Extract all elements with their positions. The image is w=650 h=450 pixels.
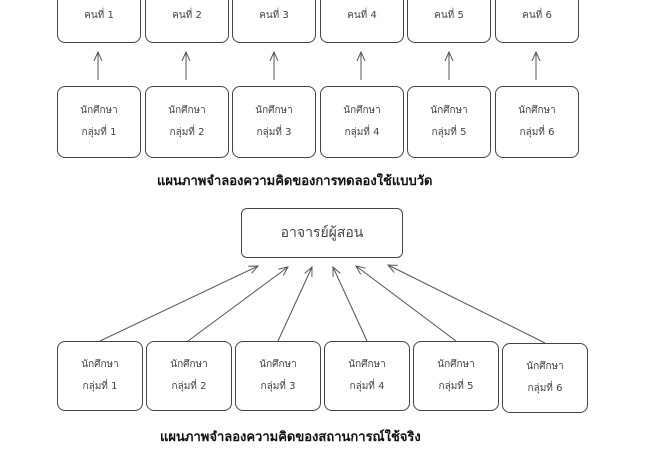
group-label-line2: กลุ่มที่ 1: [81, 127, 117, 138]
experiment-group-box-5: นักศึกษา กลุ่มที่ 5: [407, 86, 491, 158]
experiment-group-box-3: นักศึกษา กลุ่มที่ 3: [232, 86, 316, 158]
group-label-line2: กลุ่มที่ 4: [349, 381, 385, 392]
arrow-real-group3-to-teacher: [277, 267, 312, 342]
real-group-box-6: นักศึกษา กลุ่มที่ 6: [502, 343, 588, 413]
experiment-group-box-6: นักศึกษา กลุ่มที่ 6: [495, 86, 579, 158]
real-group-box-3: นักศึกษา กลุ่มที่ 3: [235, 341, 321, 411]
person-label: คนที่ 2: [172, 9, 202, 21]
caption-real: แผนภาพจำลองความคิดของสถานการณ์ใช้จริง: [160, 430, 421, 445]
person-label: คนที่ 5: [434, 9, 464, 21]
arrow-real-group6-to-teacher: [388, 265, 546, 344]
group-label-line1: นักศึกษา: [526, 361, 564, 372]
group-label-line1: นักศึกษา: [343, 105, 381, 116]
person-box-4: คนที่ 4: [320, 0, 404, 43]
arrow-real-group2-to-teacher: [187, 267, 288, 342]
group-label-line1: นักศึกษา: [255, 105, 293, 116]
group-label-line2: กลุ่มที่ 5: [431, 127, 467, 138]
real-group-box-1: นักศึกษา กลุ่มที่ 1: [57, 341, 143, 411]
top-arrows: [98, 52, 536, 80]
person-box-5: คนที่ 5: [407, 0, 491, 43]
group-label-line2: กลุ่มที่ 4: [344, 127, 380, 138]
experiment-group-box-1: นักศึกษา กลุ่มที่ 1: [57, 86, 141, 158]
person-label: คนที่ 3: [259, 9, 289, 21]
person-label: คนที่ 1: [84, 9, 114, 21]
experiment-group-box-4: นักศึกษา กลุ่มที่ 4: [320, 86, 404, 158]
group-label-line1: นักศึกษา: [170, 359, 208, 370]
arrow-real-group4-to-teacher: [333, 267, 368, 342]
caption-experiment: แผนภาพจำลองความคิดของการทดลองใช้แบบวัด: [157, 174, 433, 189]
group-label-line1: นักศึกษา: [259, 359, 297, 370]
person-label: คนที่ 4: [347, 9, 377, 21]
person-box-3: คนที่ 3: [232, 0, 316, 43]
group-label-line2: กลุ่มที่ 3: [256, 127, 292, 138]
group-label-line2: กลุ่มที่ 6: [519, 127, 555, 138]
group-label-line2: กลุ่มที่ 3: [260, 381, 296, 392]
group-label-line1: นักศึกษา: [437, 359, 475, 370]
person-label: คนที่ 6: [522, 9, 552, 21]
experiment-group-box-2: นักศึกษา กลุ่มที่ 2: [145, 86, 229, 158]
teacher-box: อาจารย์ผู้สอน: [241, 208, 403, 258]
arrow-real-group5-to-teacher: [356, 266, 457, 342]
group-label-line2: กลุ่มที่ 1: [82, 381, 118, 392]
group-label-line1: นักศึกษา: [168, 105, 206, 116]
real-group-box-2: นักศึกษา กลุ่มที่ 2: [146, 341, 232, 411]
person-box-6: คนที่ 6: [495, 0, 579, 43]
group-label-line2: กลุ่มที่ 6: [527, 383, 563, 394]
person-box-1: คนที่ 1: [57, 0, 141, 43]
group-label-line1: นักศึกษา: [518, 105, 556, 116]
person-box-2: คนที่ 2: [145, 0, 229, 43]
real-group-box-4: นักศึกษา กลุ่มที่ 4: [324, 341, 410, 411]
teacher-label: อาจารย์ผู้สอน: [280, 225, 364, 241]
group-label-line1: นักศึกษา: [348, 359, 386, 370]
arrow-real-group1-to-teacher: [99, 266, 258, 342]
group-label-line1: นักศึกษา: [81, 359, 119, 370]
group-label-line2: กลุ่มที่ 2: [171, 381, 207, 392]
group-label-line1: นักศึกษา: [430, 105, 468, 116]
real-group-box-5: นักศึกษา กลุ่มที่ 5: [413, 341, 499, 411]
bottom-arrows: [99, 265, 546, 344]
group-label-line2: กลุ่มที่ 5: [438, 381, 474, 392]
group-label-line1: นักศึกษา: [80, 105, 118, 116]
group-label-line2: กลุ่มที่ 2: [169, 127, 205, 138]
